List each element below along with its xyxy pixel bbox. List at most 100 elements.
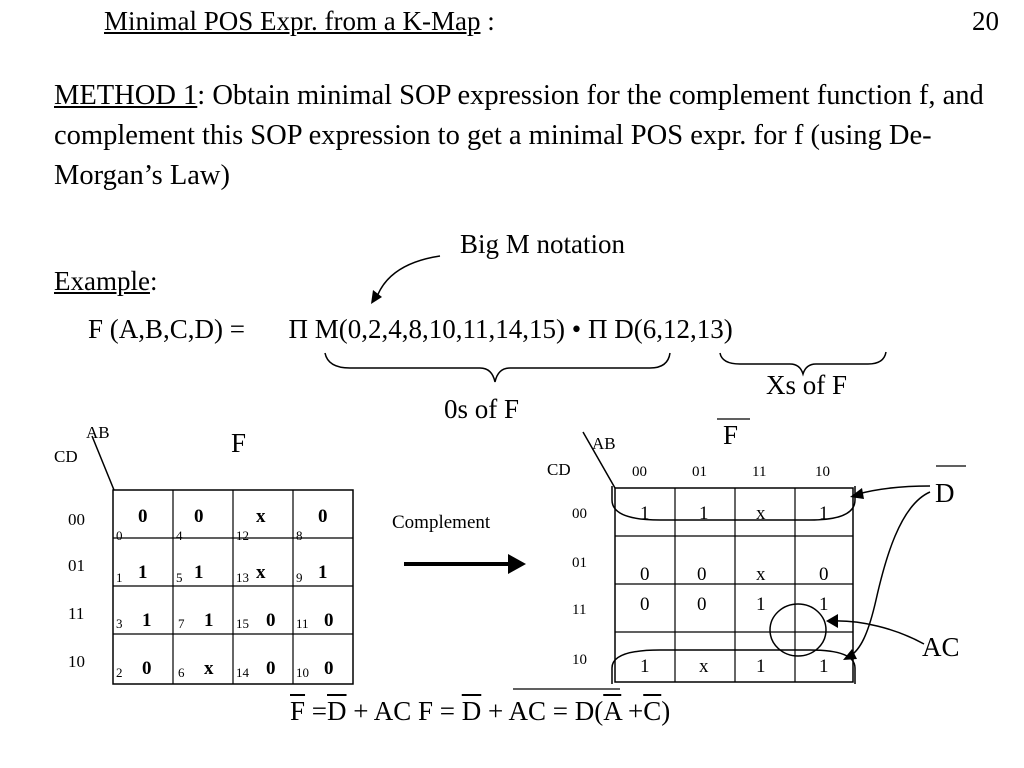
big-m-note: Big M notation: [460, 229, 626, 259]
right-cell: 0: [697, 594, 707, 615]
complement-arrowhead: [508, 554, 526, 574]
dbar-group-top: [611, 486, 856, 521]
left-row-label: 10: [68, 652, 85, 671]
cell-index: 10: [296, 665, 309, 680]
left-kmap-cd: CD: [54, 447, 78, 466]
final-cbar: C: [643, 696, 662, 726]
final-close: ): [661, 696, 671, 726]
ac-arrow: [831, 620, 925, 645]
right-cell: 0: [819, 564, 829, 585]
method-paragraph: METHOD 1: Obtain minimal SOP expression …: [54, 76, 994, 196]
left-row-label: 00: [68, 510, 85, 529]
final-dbar: D: [327, 696, 347, 726]
dbar-arrow-bottom: [849, 491, 931, 657]
final-ac: + AC: [481, 696, 547, 726]
final-dbar-inner: D: [461, 696, 482, 726]
right-cell: 0: [640, 594, 650, 615]
expr-lhs: F (A,B,C,D) =: [88, 314, 245, 344]
example-label: Example: [54, 266, 150, 296]
cell-index: 5: [176, 570, 183, 585]
final-expression: F =D + AC F = D + AC = D(A +C): [290, 696, 670, 727]
function-expression: F (A,B,C,D) = Π M(0,2,4,8,10,11,14,15) •…: [88, 314, 733, 345]
cell-index: 7: [178, 616, 185, 631]
cell-index: 11: [296, 616, 309, 631]
right-cell: 1: [756, 594, 766, 615]
right-cell: 1: [819, 503, 829, 524]
dbar-group-bottom: [611, 649, 856, 684]
slide-title: Minimal POS Expr. from a K-Map :: [104, 6, 495, 37]
example-heading: Example:: [54, 266, 157, 297]
right-cell: 0: [697, 564, 707, 585]
right-cell: x: [699, 656, 709, 677]
right-cell: x: [756, 503, 766, 524]
right-col-label: 00: [632, 464, 647, 480]
method-label: METHOD 1: [54, 80, 198, 111]
right-kmap-diagonal: [582, 431, 616, 489]
left-row-label: 01: [68, 556, 85, 575]
page-number: 20: [972, 6, 999, 36]
final-rest1: + AC F =: [346, 696, 462, 726]
right-col-label: 11: [752, 464, 767, 480]
cell-index: 9: [296, 570, 303, 585]
zeros-label: 0s of F: [444, 394, 520, 424]
cell-value: 0: [266, 658, 276, 679]
final-plus: +: [621, 696, 644, 726]
right-row-label: 01: [572, 555, 587, 571]
cell-index: 14: [236, 665, 249, 680]
right-col-label: 01: [692, 464, 707, 480]
cell-value: 0: [194, 506, 204, 527]
cell-index: 0: [116, 528, 123, 543]
method-text: : Obtain minimal SOP expression for the …: [54, 80, 984, 191]
cell-value: 1: [204, 610, 214, 631]
title-text: Minimal POS Expr. from a K-Map: [104, 6, 481, 36]
cell-value: 1: [194, 562, 204, 583]
right-cell: x: [756, 564, 766, 585]
expr-pi-m: Π M(0,2,4,8,10,11,14,15): [288, 314, 566, 344]
expr-pi-d: Π D(6,12,13): [587, 314, 733, 344]
title-suffix: :: [480, 6, 495, 36]
cell-index: 6: [178, 665, 185, 680]
big-m-arrow: [375, 255, 441, 301]
cell-value: 1: [318, 562, 328, 583]
left-kmap-ab: AB: [86, 423, 110, 442]
cell-index: 13: [236, 570, 249, 585]
right-row-label: 11: [572, 602, 587, 618]
complement-label: Complement: [392, 512, 491, 533]
dbar-label: D: [935, 478, 955, 508]
cell-value: 0: [324, 658, 334, 679]
left-kmap-title: F: [231, 428, 247, 458]
final-eq1: =: [305, 696, 328, 726]
left-kmap-diagonal: [91, 435, 115, 491]
cell-index: 15: [236, 616, 249, 631]
xs-label: Xs of F: [766, 370, 848, 400]
big-m-arrowhead: [371, 290, 382, 304]
zeros-brace: [324, 352, 671, 383]
cell-value: x: [204, 658, 214, 679]
right-kmap-ab: AB: [592, 434, 616, 453]
cell-value: 1: [142, 610, 152, 631]
right-cell: 1: [756, 656, 766, 677]
cell-value: x: [256, 562, 266, 583]
left-row-label: 11: [68, 604, 85, 623]
cell-index: 2: [116, 665, 123, 680]
right-row-label: 10: [572, 652, 587, 668]
example-colon: :: [149, 266, 158, 296]
right-cell: 1: [819, 656, 829, 677]
cell-index: 8: [296, 528, 303, 543]
right-kmap-grid: [614, 487, 854, 683]
cell-value: 0: [142, 658, 152, 679]
cell-index: 3: [116, 616, 123, 631]
cell-index: 4: [176, 528, 183, 543]
cell-value: 0: [318, 506, 328, 527]
final-abar: A: [603, 696, 622, 726]
cell-index: 12: [236, 528, 249, 543]
right-row-label: 00: [572, 506, 587, 522]
cell-value: 0: [138, 506, 148, 527]
right-cell: 0: [640, 564, 650, 585]
cell-value: 0: [324, 610, 334, 631]
right-kmap-cd: CD: [547, 460, 571, 479]
cell-value: x: [256, 506, 266, 527]
cell-value: 1: [138, 562, 148, 583]
cell-value: 0: [266, 610, 276, 631]
